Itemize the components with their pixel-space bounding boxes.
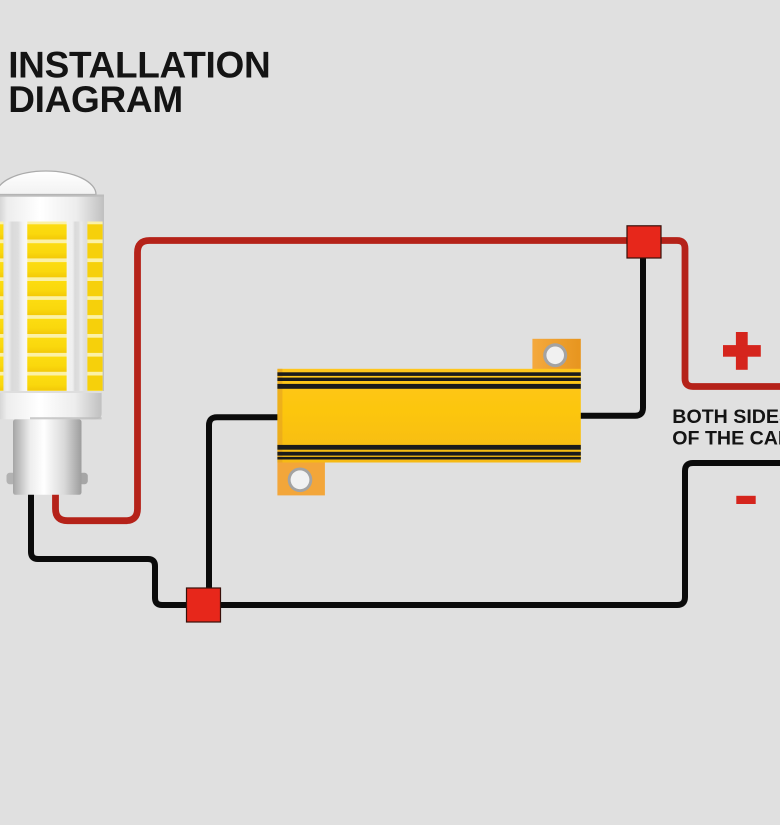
svg-text:INSTALLATION: INSTALLATION — [8, 44, 270, 85]
svg-text:BOTH SIDES: BOTH SIDES — [672, 406, 780, 428]
svg-text:OF THE CAR: OF THE CAR — [672, 428, 780, 450]
svg-text:DIAGRAM: DIAGRAM — [8, 79, 183, 120]
